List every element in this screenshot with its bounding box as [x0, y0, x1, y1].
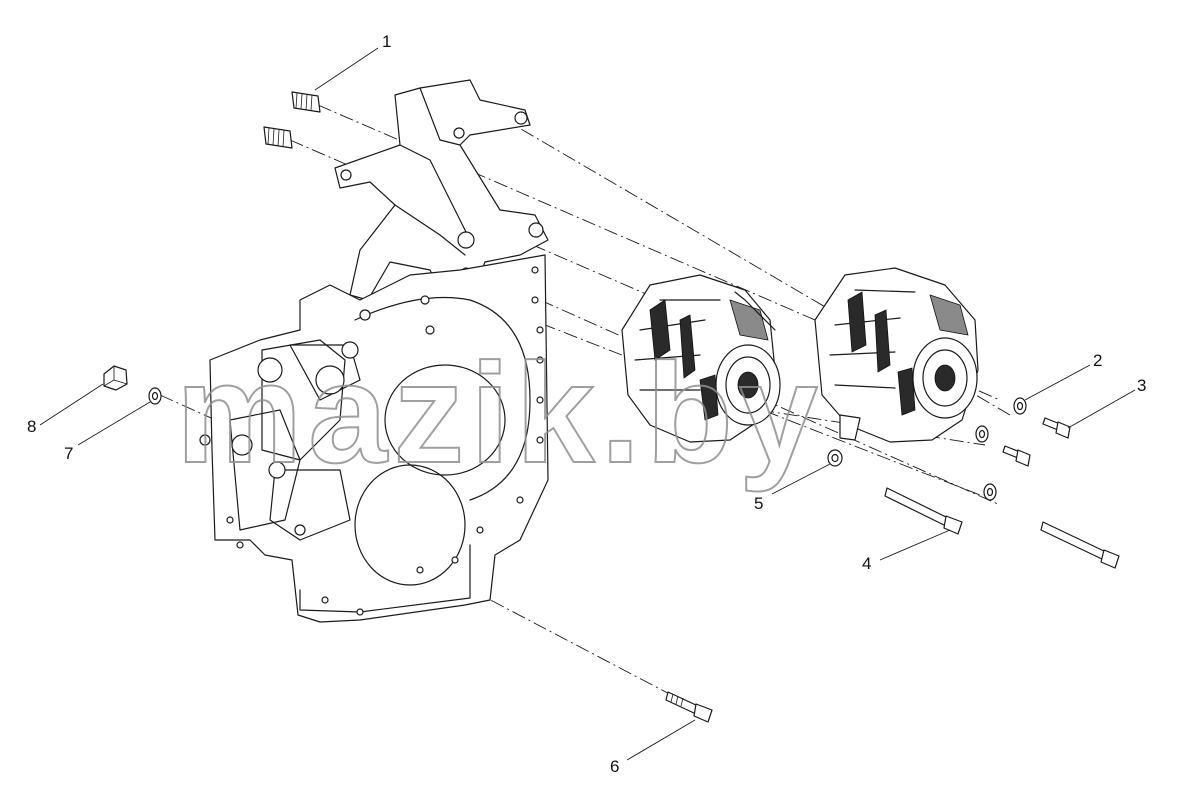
- callout-4: 4: [862, 554, 871, 573]
- short-bolts: [1002, 417, 1071, 467]
- stud-pair: [263, 91, 321, 149]
- callout-8: 8: [27, 417, 36, 436]
- leader-lines: [39, 47, 1136, 761]
- callout-3: 3: [1137, 376, 1146, 395]
- callout-6: 6: [610, 757, 619, 776]
- nut-and-washer: [103, 365, 162, 405]
- washers: [827, 397, 1027, 501]
- callout-1: 1: [382, 32, 391, 51]
- callout-2: 2: [1093, 351, 1102, 370]
- bolt-bottom: [665, 691, 713, 723]
- watermark-text: mazik.by: [176, 334, 824, 493]
- callout-labels: 1 2 3 4 5 6 7 8: [27, 32, 1146, 776]
- alternator-right: [814, 267, 979, 443]
- alternator-left: [621, 274, 781, 443]
- mounting-bracket: [334, 79, 549, 301]
- long-bolts: [884, 487, 1120, 569]
- front-cover-plate: [199, 254, 549, 623]
- callout-5: 5: [754, 494, 763, 513]
- callout-7: 7: [64, 444, 73, 463]
